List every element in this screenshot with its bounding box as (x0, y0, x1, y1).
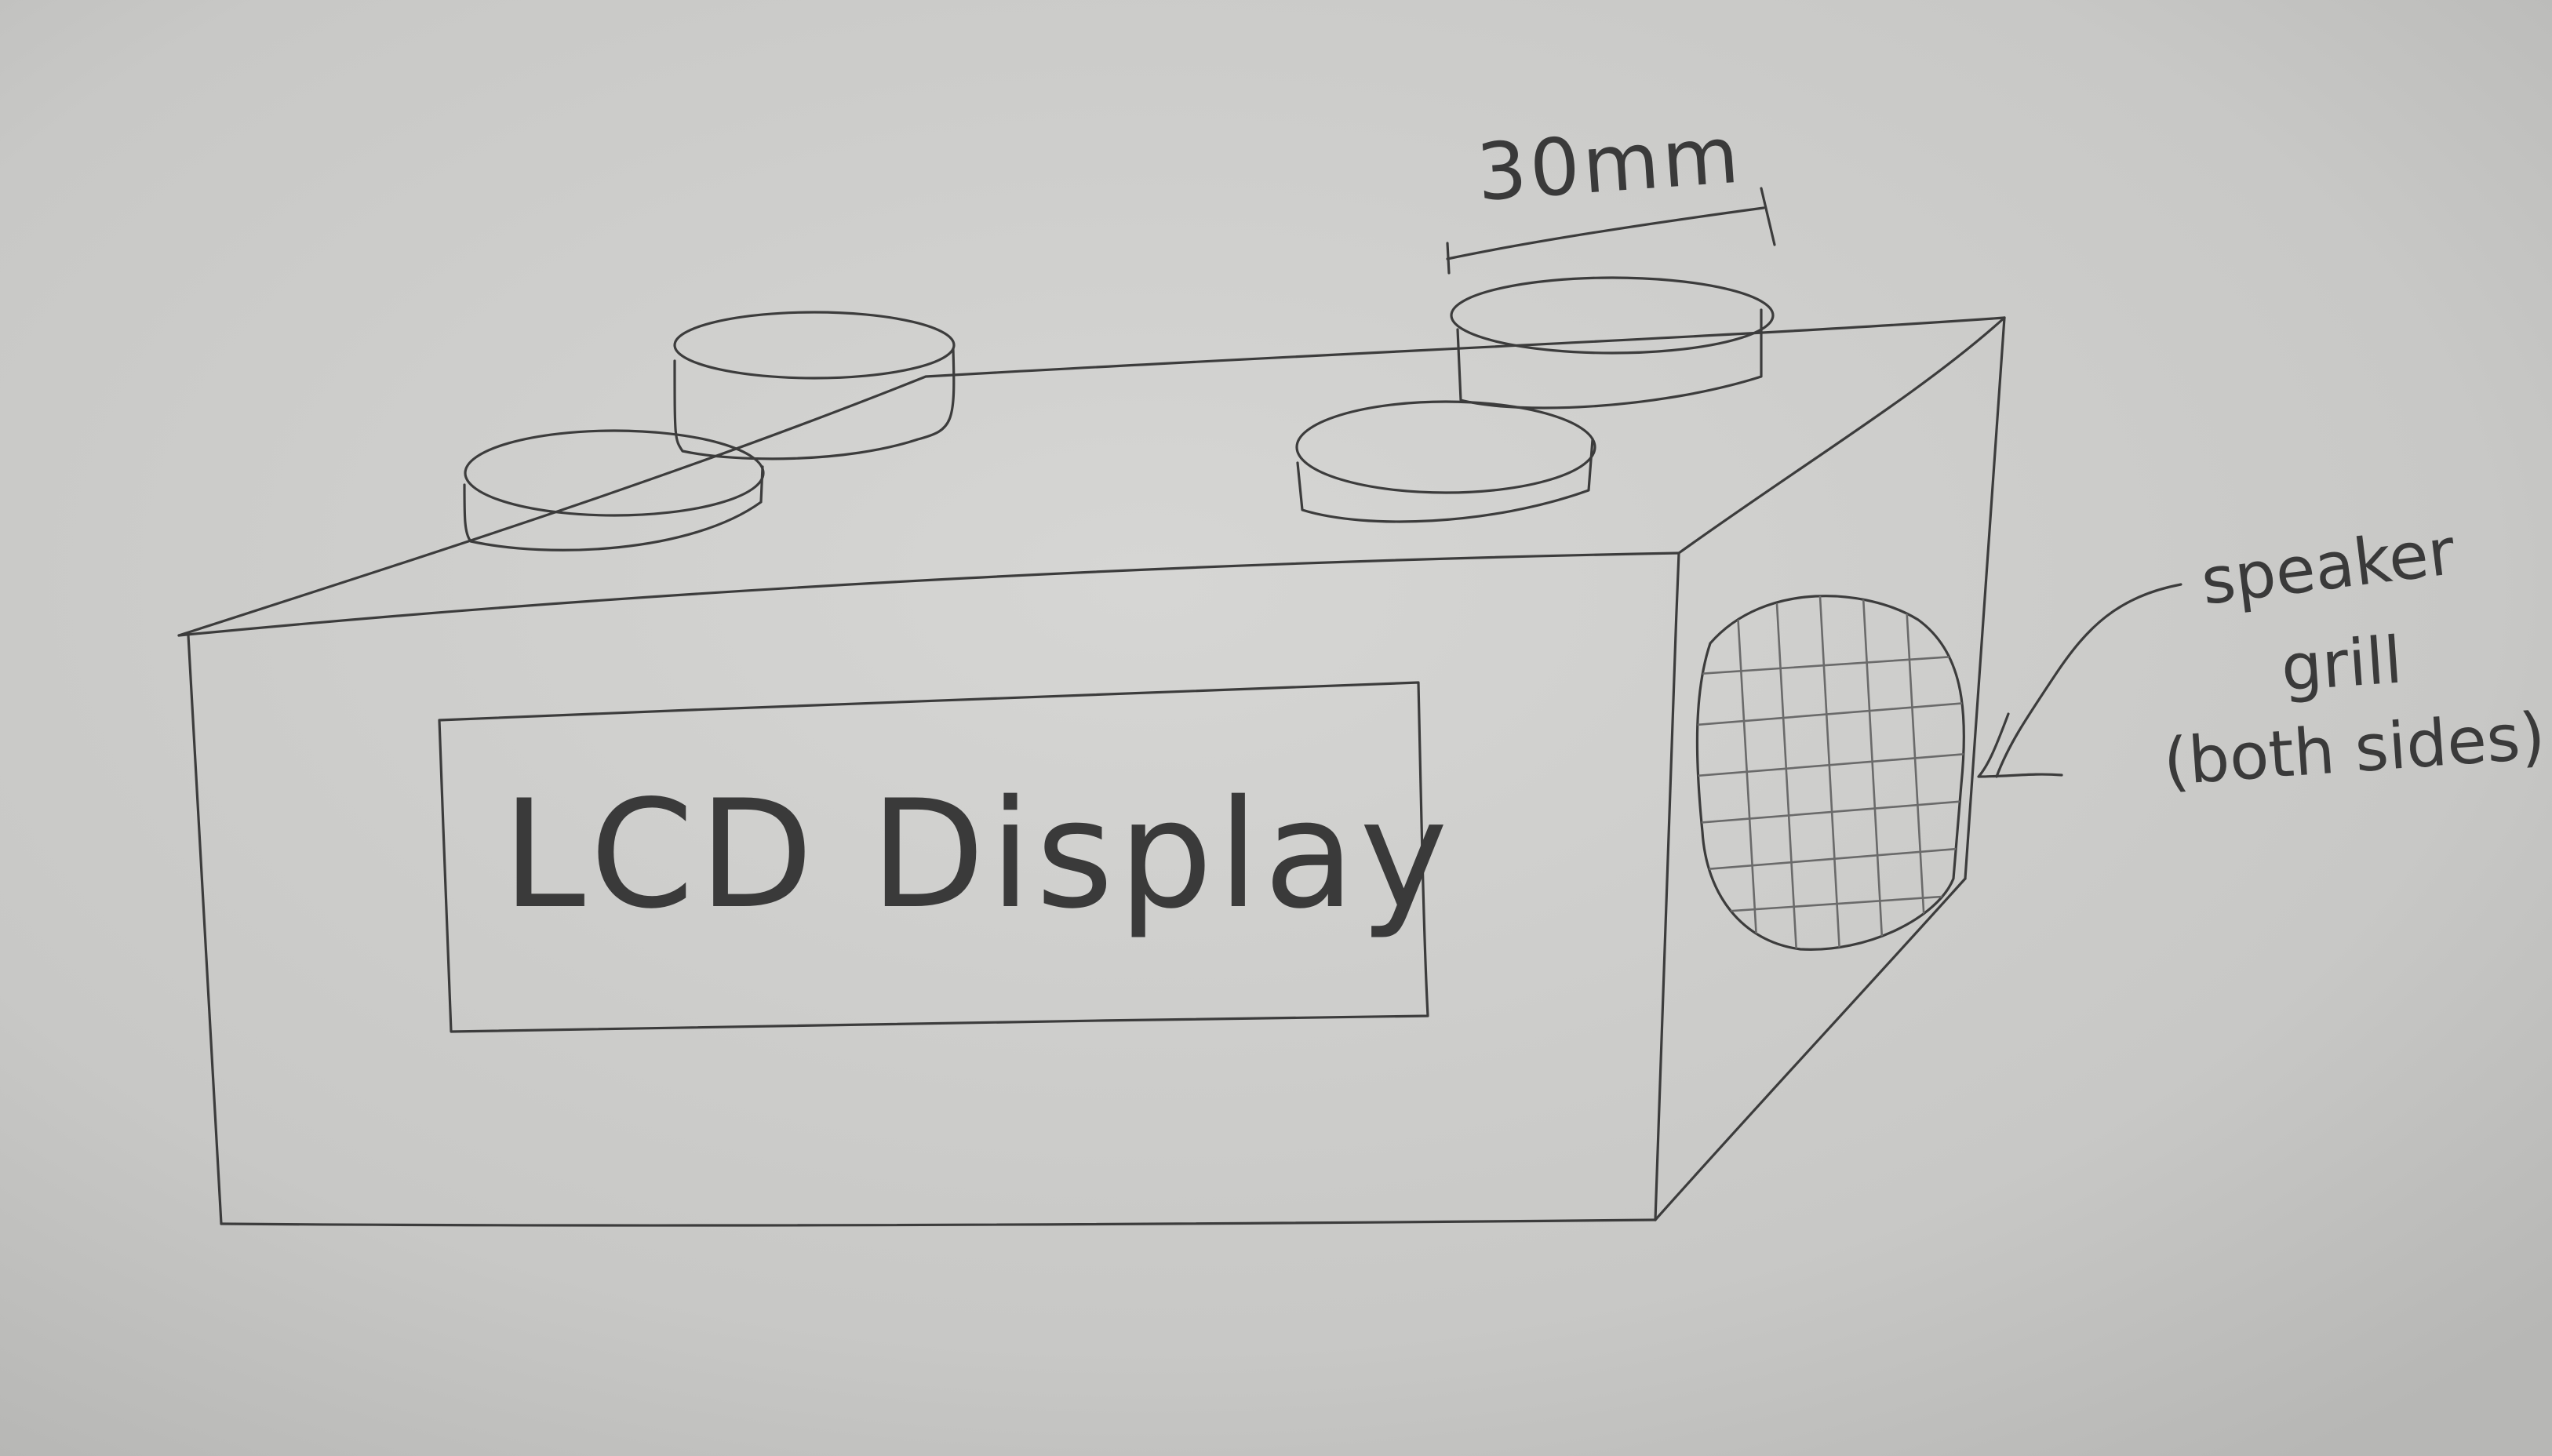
box-outline (177, 316, 2006, 1227)
annotation-line-2: grill (2279, 623, 2405, 706)
knob-back-left (673, 311, 956, 460)
lcd-display-panel: LCD Display (438, 681, 1453, 1033)
annotation-arrow (1977, 583, 2182, 778)
dimension-label: 30mm (1474, 109, 1745, 219)
knob-front-left (463, 429, 765, 551)
lcd-display-label: LCD Display (502, 768, 1453, 941)
knob-front-right (1295, 400, 1596, 523)
dimension-marker: 30mm (1446, 109, 1776, 275)
speaker-grill (1695, 595, 1965, 951)
